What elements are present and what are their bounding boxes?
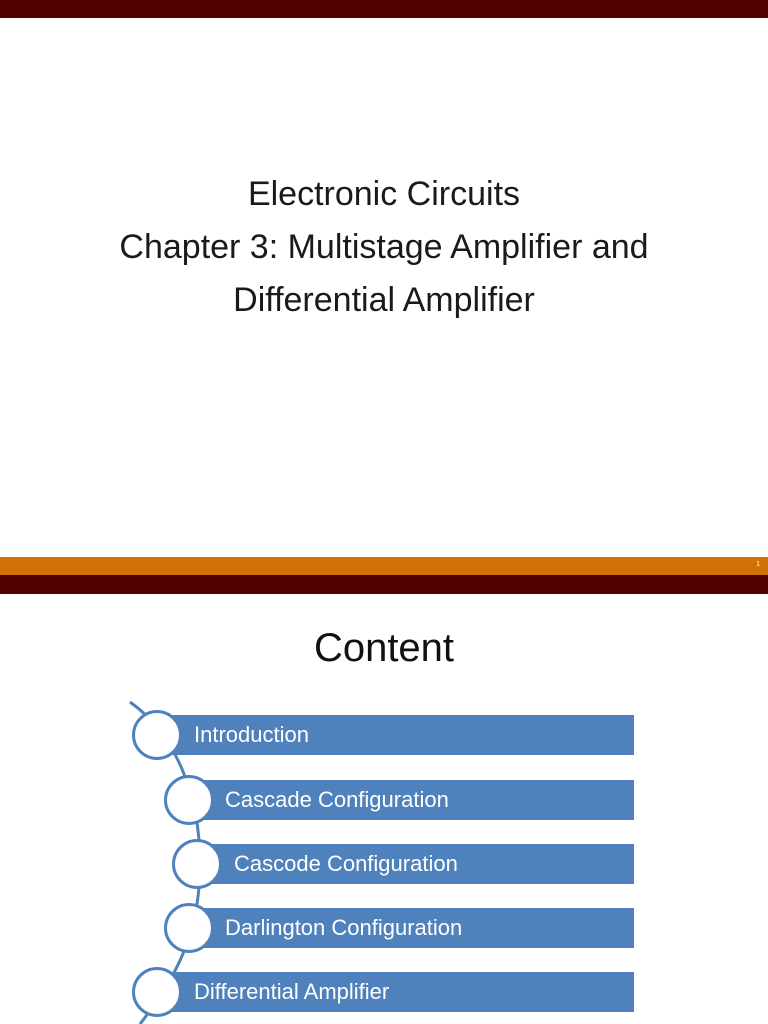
list-item-label: Darlington Configuration [225, 915, 463, 940]
page-number: 1 [756, 561, 760, 568]
footer-orange-band [0, 557, 768, 575]
list-item-introduction[interactable]: Introduction [160, 715, 634, 755]
list-bullet-circle [132, 710, 182, 760]
list-bullet-circle [172, 839, 222, 889]
slide-title: Electronic Circuits Chapter 3: Multistag… [0, 168, 768, 327]
list-item-differential[interactable]: Differential Amplifier [160, 972, 634, 1012]
list-item-label: Introduction [194, 722, 309, 747]
list-item-cascade[interactable]: Cascade Configuration [190, 780, 634, 820]
content-title: Content [313, 626, 455, 670]
title-line-3: Differential Amplifier [233, 281, 535, 319]
list-item-label: Cascade Configuration [225, 787, 449, 812]
title-line-1: Electronic Circuits [247, 175, 521, 213]
top-color-band [0, 0, 768, 18]
list-item-label: Differential Amplifier [194, 979, 390, 1004]
title-line-2: Chapter 3: Multistage Amplifier and [119, 228, 649, 266]
list-item-label: Cascode Configuration [234, 851, 458, 876]
content-slide: Content Introduction Cascade Configurati… [0, 594, 768, 1024]
title-slide: Electronic Circuits Chapter 3: Multistag… [0, 0, 768, 594]
list-item-darlington[interactable]: Darlington Configuration [190, 908, 634, 948]
list-bullet-circle [132, 967, 182, 1017]
footer-dark-band [0, 575, 768, 594]
list-item-cascode[interactable]: Cascode Configuration [198, 844, 634, 884]
list-bullet-circle [164, 775, 214, 825]
list-bullet-circle [164, 903, 214, 953]
